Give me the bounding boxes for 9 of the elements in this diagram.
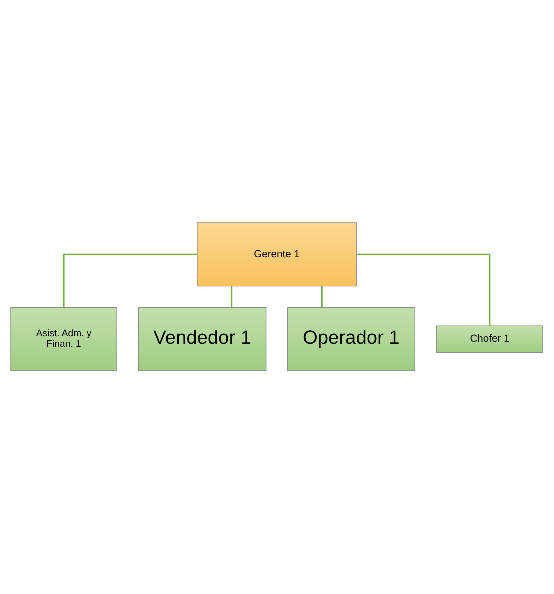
node-box: Chofer 1	[436, 326, 544, 353]
node-box: Operador 1	[287, 307, 416, 372]
node-box: Asist. Adm. y Finan. 1	[10, 307, 118, 372]
connector	[356, 254, 491, 326]
connector	[321, 286, 323, 308]
node-box: Gerente 1	[197, 222, 357, 287]
connector	[231, 286, 233, 308]
connector	[63, 254, 198, 308]
node-box: Vendedor 1	[138, 307, 267, 372]
